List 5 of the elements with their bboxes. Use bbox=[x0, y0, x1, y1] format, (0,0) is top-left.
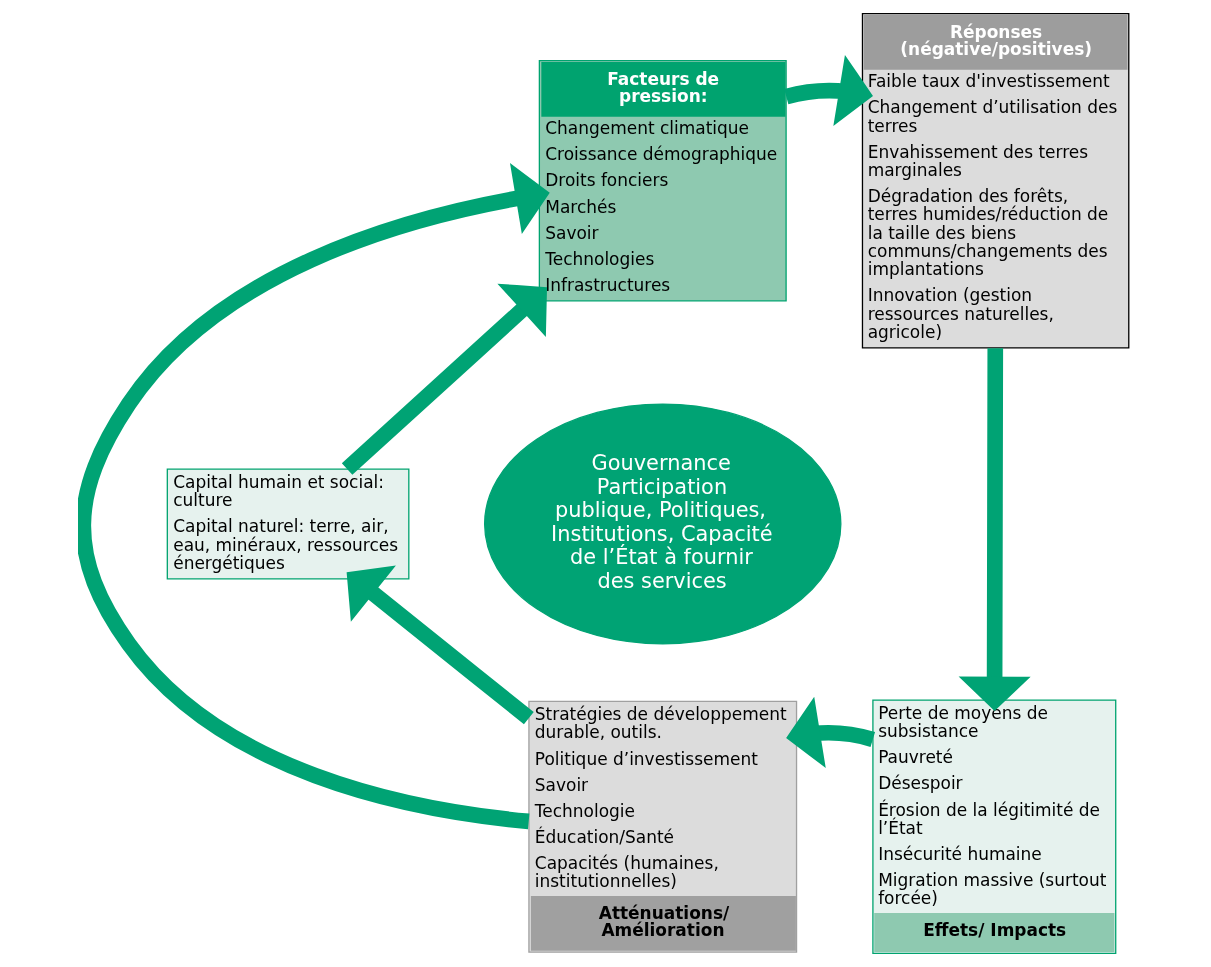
node-ellipse: Gouvernance Participation publique, Politiques, Institutions, Capacité de l’État à fournir des services bbox=[483, 403, 841, 645]
arrow bbox=[77, 162, 550, 830]
arrow bbox=[958, 348, 1031, 711]
arrow bbox=[346, 565, 534, 725]
arrow bbox=[341, 283, 547, 475]
